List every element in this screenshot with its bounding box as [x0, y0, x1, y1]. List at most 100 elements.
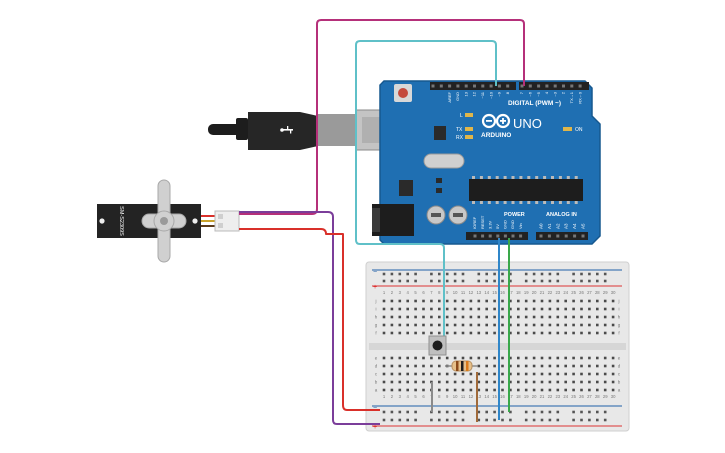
terminal-hole[interactable] [532, 388, 536, 392]
terminal-hole[interactable] [596, 364, 599, 368]
rail-hole[interactable] [572, 279, 575, 283]
header-pin[interactable] [489, 84, 493, 88]
rail-hole[interactable] [501, 272, 504, 276]
terminal-hole[interactable] [564, 364, 567, 368]
terminal-hole[interactable] [398, 356, 402, 360]
terminal-hole[interactable] [477, 307, 481, 311]
terminal-hole[interactable] [422, 364, 425, 368]
rail-hole[interactable] [477, 418, 481, 422]
terminal-hole[interactable] [445, 323, 449, 327]
terminal-hole[interactable] [438, 372, 441, 376]
terminal-hole[interactable] [445, 315, 449, 319]
terminal-hole[interactable] [485, 315, 488, 319]
rail-hole[interactable] [596, 418, 599, 422]
terminal-hole[interactable] [414, 307, 417, 311]
rail-hole[interactable] [414, 272, 417, 276]
terminal-hole[interactable] [477, 388, 481, 392]
rail-hole[interactable] [596, 410, 599, 414]
terminal-hole[interactable] [611, 331, 615, 335]
terminal-hole[interactable] [382, 388, 386, 392]
terminal-hole[interactable] [532, 380, 536, 384]
terminal-hole[interactable] [390, 380, 394, 384]
terminal-hole[interactable] [453, 307, 457, 311]
terminal-hole[interactable] [596, 380, 599, 384]
rail-hole[interactable] [430, 418, 433, 422]
terminal-hole[interactable] [398, 364, 402, 368]
terminal-hole[interactable] [556, 323, 560, 327]
terminal-hole[interactable] [414, 323, 417, 327]
rail-hole[interactable] [580, 418, 583, 422]
analog-header-pin[interactable] [547, 234, 551, 238]
terminal-hole[interactable] [430, 323, 433, 327]
rail-hole[interactable] [406, 410, 409, 414]
terminal-hole[interactable] [422, 315, 425, 319]
terminal-hole[interactable] [485, 307, 488, 311]
terminal-hole[interactable] [406, 331, 409, 335]
terminal-hole[interactable] [564, 315, 567, 319]
terminal-hole[interactable] [564, 307, 567, 311]
header-pin[interactable] [528, 84, 532, 88]
terminal-hole[interactable] [430, 299, 433, 303]
terminal-hole[interactable] [438, 307, 441, 311]
terminal-hole[interactable] [390, 356, 394, 360]
rail-hole[interactable] [588, 279, 591, 283]
rail-hole[interactable] [461, 279, 465, 283]
terminal-hole[interactable] [540, 356, 544, 360]
terminal-hole[interactable] [517, 364, 520, 368]
terminal-hole[interactable] [382, 331, 386, 335]
rail-hole[interactable] [501, 418, 504, 422]
header-pin[interactable] [456, 84, 460, 88]
power-header-pin[interactable] [481, 234, 485, 238]
terminal-hole[interactable] [572, 307, 575, 311]
terminal-hole[interactable] [580, 388, 583, 392]
pushbutton[interactable] [428, 335, 447, 356]
terminal-hole[interactable] [548, 372, 552, 376]
terminal-hole[interactable] [398, 388, 402, 392]
terminal-hole[interactable] [596, 307, 599, 311]
terminal-hole[interactable] [588, 315, 591, 319]
rail-hole[interactable] [548, 279, 552, 283]
header-pin[interactable] [439, 84, 443, 88]
terminal-hole[interactable] [406, 315, 409, 319]
rail-hole[interactable] [398, 410, 402, 414]
terminal-hole[interactable] [493, 388, 496, 392]
terminal-hole[interactable] [445, 307, 449, 311]
terminal-hole[interactable] [509, 372, 512, 376]
terminal-hole[interactable] [524, 323, 528, 327]
analog-header-pin[interactable] [573, 234, 577, 238]
terminal-hole[interactable] [509, 356, 512, 360]
terminal-hole[interactable] [461, 356, 465, 360]
terminal-hole[interactable] [501, 323, 504, 327]
terminal-hole[interactable] [485, 364, 488, 368]
terminal-hole[interactable] [501, 380, 504, 384]
header-pin[interactable] [570, 84, 574, 88]
rail-hole[interactable] [453, 272, 457, 276]
rail-hole[interactable] [438, 418, 441, 422]
terminal-hole[interactable] [603, 372, 607, 376]
power-header-pin[interactable] [488, 234, 492, 238]
terminal-hole[interactable] [406, 364, 409, 368]
terminal-hole[interactable] [603, 307, 607, 311]
terminal-hole[interactable] [398, 380, 402, 384]
terminal-hole[interactable] [564, 380, 567, 384]
terminal-hole[interactable] [603, 323, 607, 327]
terminal-hole[interactable] [540, 364, 544, 368]
rail-hole[interactable] [572, 418, 575, 422]
terminal-hole[interactable] [414, 299, 417, 303]
terminal-hole[interactable] [477, 323, 481, 327]
terminal-hole[interactable] [382, 307, 386, 311]
rail-hole[interactable] [596, 279, 599, 283]
rail-hole[interactable] [524, 279, 528, 283]
rail-hole[interactable] [501, 410, 504, 414]
rail-hole[interactable] [461, 418, 465, 422]
terminal-hole[interactable] [430, 356, 433, 360]
terminal-hole[interactable] [580, 307, 583, 311]
power-header-pin[interactable] [519, 234, 523, 238]
rail-hole[interactable] [556, 410, 560, 414]
terminal-hole[interactable] [524, 372, 528, 376]
terminal-hole[interactable] [382, 372, 386, 376]
terminal-hole[interactable] [469, 372, 473, 376]
rail-hole[interactable] [501, 279, 504, 283]
terminal-hole[interactable] [517, 380, 520, 384]
terminal-hole[interactable] [438, 331, 441, 335]
